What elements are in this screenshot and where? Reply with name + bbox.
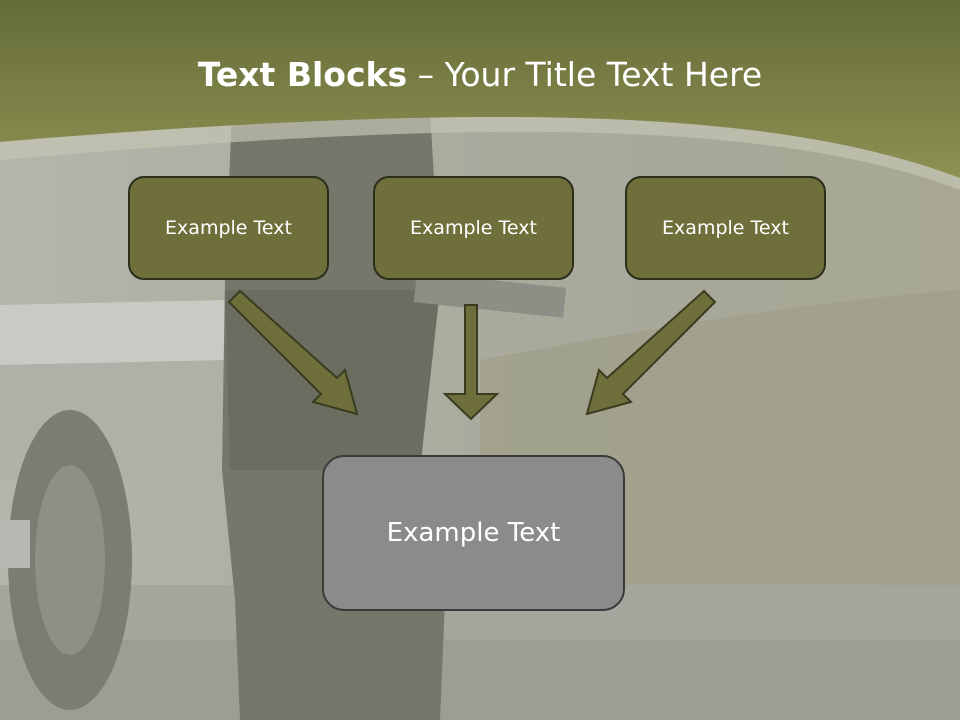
text-block-1[interactable]: Example Text [128, 176, 329, 280]
text-block-1-label: Example Text [165, 217, 292, 239]
arrow-center-icon [442, 304, 500, 421]
text-block-bottom-label: Example Text [386, 518, 561, 548]
text-block-3[interactable]: Example Text [625, 176, 826, 280]
arrow-right-icon [585, 289, 717, 416]
slide-title: Text Blocks – Your Title Text Here [0, 52, 960, 98]
title-rest-part: – Your Title Text Here [407, 55, 763, 94]
text-block-3-label: Example Text [662, 217, 789, 239]
text-block-2-label: Example Text [410, 217, 537, 239]
text-block-bottom[interactable]: Example Text [322, 455, 625, 611]
text-block-2[interactable]: Example Text [373, 176, 574, 280]
arrow-left-icon [227, 289, 359, 416]
title-bold-part: Text Blocks [197, 55, 408, 94]
